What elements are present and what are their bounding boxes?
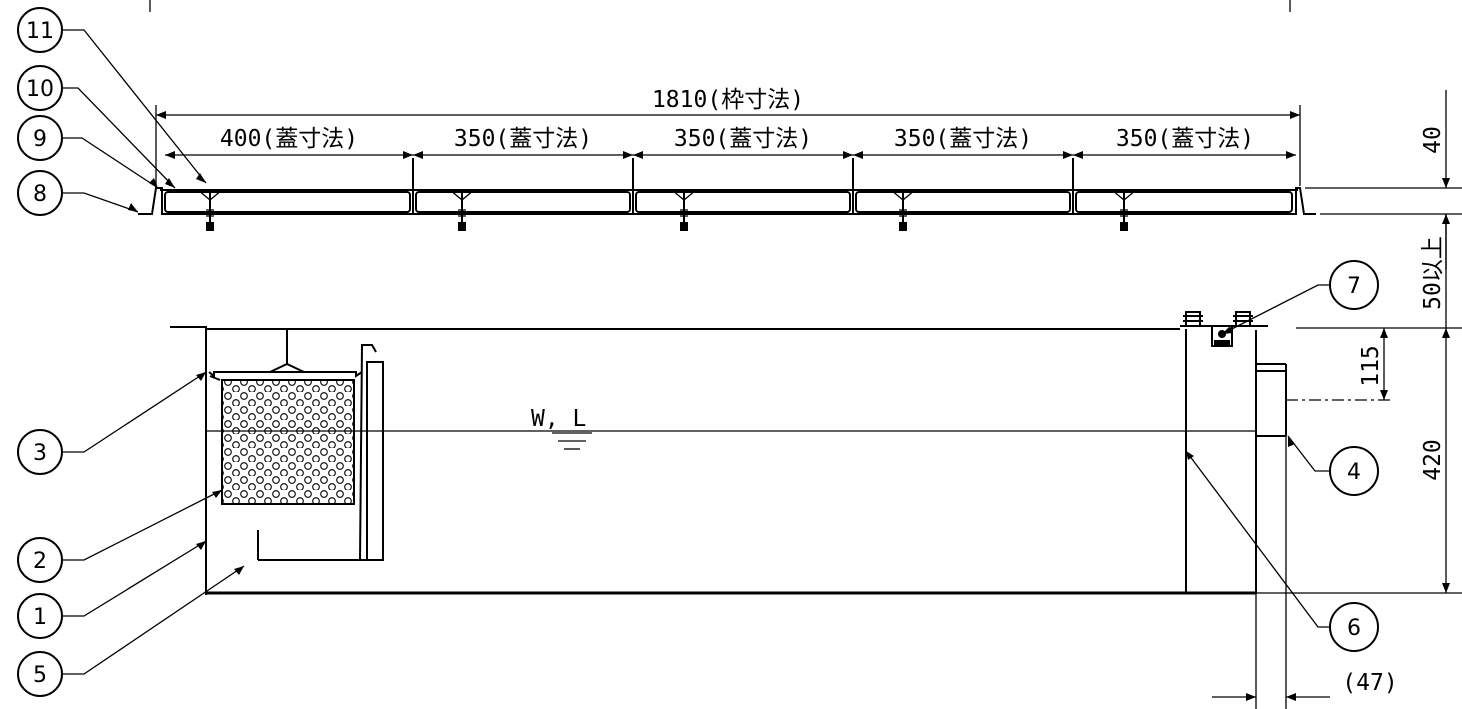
- dim-47-label: (47): [1342, 670, 1397, 696]
- frame-dimension-label: 1810(枠寸法): [652, 87, 804, 113]
- water-level-label: W, L: [531, 406, 586, 432]
- top-border-marks: [149, 0, 1291, 12]
- leader-lines: [62, 29, 1330, 675]
- svg-text:5: 5: [33, 663, 47, 688]
- callout-8: 8: [17, 170, 63, 216]
- cover-dimension-lines: [155, 105, 1301, 186]
- cover-assembly: [138, 158, 1316, 231]
- callout-7: 7: [1329, 260, 1379, 310]
- callout-10: 10: [17, 65, 63, 111]
- callout-1: 1: [17, 593, 63, 639]
- svg-text:6: 6: [1347, 616, 1361, 641]
- cover-dimension-label: 400(蓋寸法): [220, 126, 358, 152]
- vertical-dimension-lines: [1212, 90, 1462, 701]
- cover-dimension-label: 350(蓋寸法): [1116, 126, 1254, 152]
- callout-11: 11: [17, 7, 63, 53]
- callout-3: 3: [17, 429, 63, 475]
- svg-text:1: 1: [33, 605, 47, 630]
- svg-text:7: 7: [1347, 274, 1361, 299]
- tank-body: [170, 325, 1287, 709]
- dim-40-label: 40: [1420, 126, 1446, 154]
- svg-text:9: 9: [33, 127, 47, 152]
- callout-5: 5: [17, 651, 63, 697]
- svg-text:2: 2: [33, 549, 47, 574]
- svg-text:3: 3: [33, 441, 47, 466]
- screen-basket: [208, 329, 384, 561]
- cover-dimension-label: 350(蓋寸法): [674, 126, 812, 152]
- svg-text:4: 4: [1347, 460, 1361, 485]
- callout-9: 9: [17, 115, 63, 161]
- lid-bolt-assembly: [1183, 311, 1253, 347]
- callout-2: 2: [17, 537, 63, 583]
- dim-50-label: 50以上: [1420, 236, 1446, 310]
- svg-text:8: 8: [33, 182, 47, 207]
- callout-6: 6: [1329, 602, 1379, 652]
- svg-text:10: 10: [26, 77, 54, 102]
- callout-4: 4: [1329, 446, 1379, 496]
- svg-text:11: 11: [26, 19, 54, 44]
- cover-dimension-label: 350(蓋寸法): [894, 126, 1032, 152]
- cover-bolts: [197, 189, 1137, 231]
- dim-115-label: 115: [1358, 345, 1384, 387]
- cover-dimension-label: 350(蓋寸法): [454, 126, 592, 152]
- dim-420-label: 420: [1420, 439, 1446, 481]
